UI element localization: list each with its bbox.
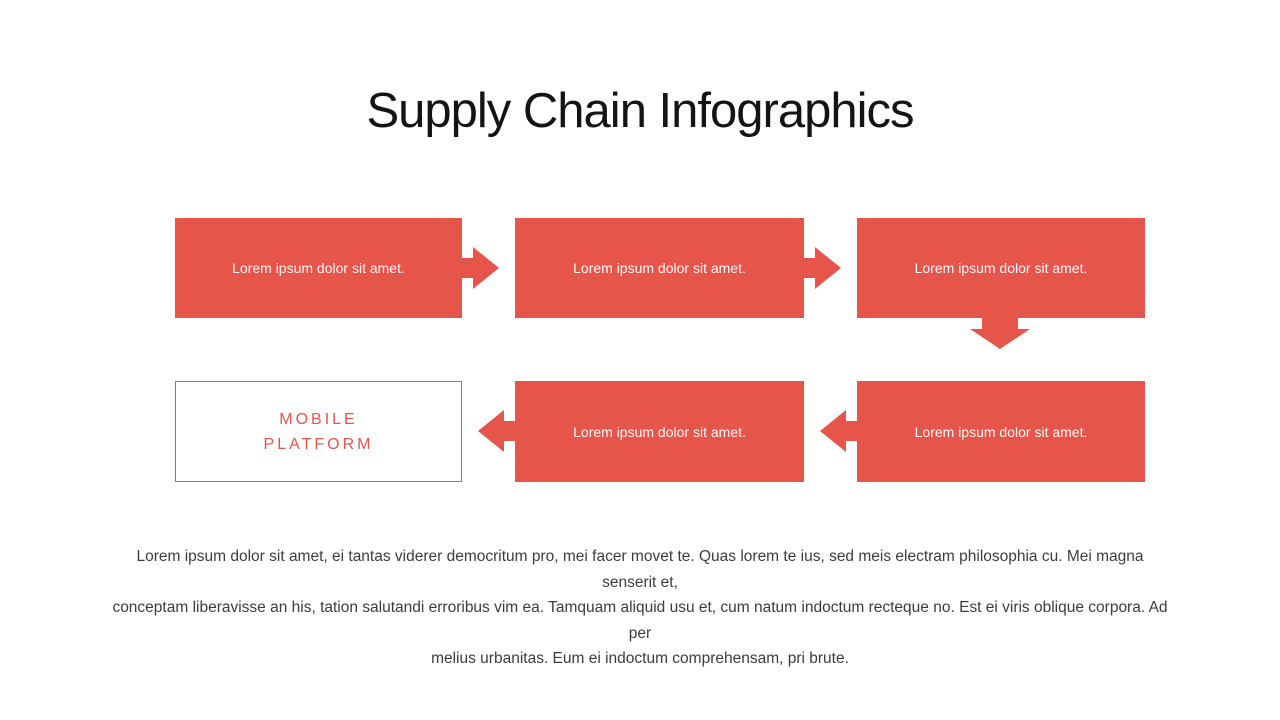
- slide-title: Supply Chain Infographics: [366, 84, 914, 138]
- flow-step-3-label: Lorem ipsum dolor sit amet.: [914, 260, 1088, 276]
- flow-step-1-box: Lorem ipsum dolor sit amet.: [175, 218, 462, 318]
- description-paragraph: Lorem ipsum dolor sit amet, ei tantas vi…: [110, 544, 1170, 672]
- flow-step-1-label: Lorem ipsum dolor sit amet.: [232, 260, 405, 276]
- flow-step-2-box: Lorem ipsum dolor sit amet.: [515, 218, 804, 318]
- flow-step-4-box: Lorem ipsum dolor sit amet.: [857, 381, 1145, 482]
- description-line: Lorem ipsum dolor sit amet, ei tantas vi…: [136, 548, 1144, 591]
- flow-step-5-box: Lorem ipsum dolor sit amet.: [515, 381, 804, 482]
- mobile-platform-box: MOBILE PLATFORM: [175, 381, 462, 482]
- flow-step-4-label: Lorem ipsum dolor sit amet.: [914, 423, 1088, 440]
- arrow-right-icon: [804, 247, 841, 289]
- flow-step-3-box: Lorem ipsum dolor sit amet.: [857, 218, 1145, 318]
- description-line: conceptam liberavisse an his, tation sal…: [112, 599, 1168, 642]
- arrow-left-icon: [820, 410, 857, 452]
- arrow-left-icon: [478, 410, 515, 452]
- flow-step-5-label: Lorem ipsum dolor sit amet.: [573, 423, 746, 440]
- mobile-platform-label: MOBILE PLATFORM: [263, 410, 374, 453]
- description-line: melius urbanitas. Eum ei indoctum compre…: [431, 650, 849, 667]
- arrow-right-icon: [462, 247, 499, 289]
- arrow-down-icon: [970, 318, 1030, 349]
- flow-step-2-label: Lorem ipsum dolor sit amet.: [573, 260, 746, 276]
